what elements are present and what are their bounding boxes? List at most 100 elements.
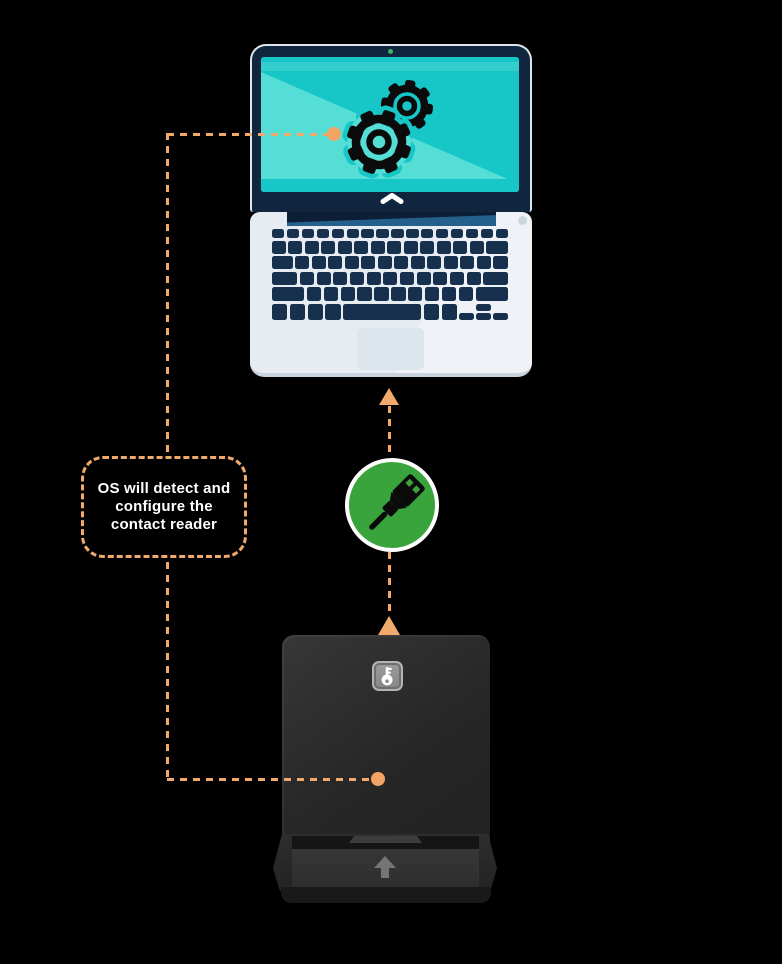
key [423, 303, 440, 320]
callout-box: OS will detect and configure the contact… [81, 456, 247, 558]
eject-arrow-stem [381, 868, 389, 878]
key [321, 240, 336, 254]
connector-line-bottom [167, 777, 378, 781]
key [374, 287, 389, 301]
key [486, 240, 508, 254]
key [366, 271, 381, 285]
key [272, 287, 305, 301]
connector-node-reader [371, 772, 385, 786]
key [288, 240, 303, 254]
key [416, 271, 431, 285]
key [344, 256, 359, 269]
key [301, 229, 315, 238]
key [435, 229, 449, 238]
key [387, 240, 402, 254]
key [316, 271, 331, 285]
arrow-key [476, 303, 491, 311]
key [443, 256, 458, 269]
flow-line-lower [387, 552, 391, 616]
callout-text-line: contact reader [110, 516, 218, 533]
connector-node-screen [327, 127, 341, 141]
reader-bottom-lip [281, 887, 491, 903]
key [304, 240, 319, 254]
key [453, 240, 468, 254]
key [307, 303, 323, 320]
key [465, 229, 479, 238]
arrow-key [459, 312, 474, 320]
key [466, 271, 481, 285]
slot-notch [349, 836, 422, 843]
key [340, 287, 355, 301]
camera-dot [388, 49, 393, 54]
key [349, 271, 365, 285]
key [376, 229, 389, 238]
arrow-up-icon [378, 616, 400, 635]
key [272, 303, 288, 320]
keyboard-row [272, 271, 508, 285]
key [272, 256, 293, 269]
arrow-up-icon [379, 388, 399, 405]
key [424, 287, 440, 301]
keyboard [272, 229, 508, 322]
hinge-highlight [287, 215, 496, 226]
key [483, 271, 508, 285]
flow-line-upper [387, 406, 391, 458]
key [354, 240, 369, 254]
key [410, 256, 425, 269]
hinge-screw-dot [518, 216, 527, 225]
key [343, 303, 422, 320]
key [289, 303, 306, 320]
key [399, 271, 415, 285]
eject-arrow-icon [374, 856, 396, 868]
key [333, 271, 348, 285]
key [406, 229, 419, 238]
key [299, 271, 315, 285]
key [493, 256, 508, 269]
key [433, 271, 448, 285]
gears-icon [342, 79, 434, 179]
key [377, 256, 392, 269]
card-reader-illustration [273, 635, 497, 903]
chevron-up-icon [380, 193, 404, 204]
key [272, 271, 298, 285]
key [394, 256, 409, 269]
key [316, 229, 330, 238]
laptop-screen [261, 57, 519, 192]
key [361, 256, 376, 269]
key [357, 287, 372, 301]
key [458, 287, 474, 301]
reader-key-badge [372, 661, 403, 691]
keyboard-row [272, 287, 508, 301]
key [391, 287, 406, 301]
key [441, 287, 457, 301]
reader-front-panel [292, 849, 479, 888]
key [476, 256, 491, 269]
key [421, 229, 434, 238]
key [469, 240, 484, 254]
key [480, 229, 494, 238]
key [337, 240, 352, 254]
key [403, 240, 418, 254]
key [450, 229, 464, 238]
screen-graphic [261, 57, 519, 192]
key [441, 303, 457, 320]
arrow-key-stack [476, 303, 491, 320]
key [495, 229, 508, 238]
key [346, 229, 359, 238]
reader-card-slot [292, 836, 479, 849]
keyboard-row [272, 303, 508, 320]
key [295, 256, 310, 269]
connector-line-top [167, 132, 334, 136]
key [449, 271, 465, 285]
keyboard-row [272, 229, 508, 238]
key-icon [381, 666, 393, 686]
laptop-base [250, 212, 532, 377]
key [306, 287, 322, 301]
key [286, 229, 300, 238]
key [420, 240, 435, 254]
key [272, 240, 286, 254]
key [475, 287, 508, 301]
usb-plug-icon [369, 474, 425, 530]
key [272, 229, 285, 238]
